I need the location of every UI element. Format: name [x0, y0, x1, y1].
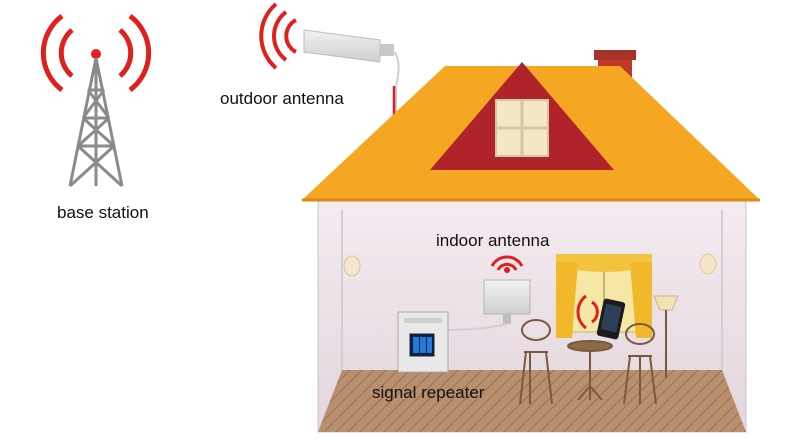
attic-window [496, 100, 548, 156]
wall-lamp-left [344, 256, 360, 276]
repeater-device-icon [398, 312, 448, 372]
outdoor-antenna-label: outdoor antenna [220, 89, 344, 109]
outdoor-signal-waves [261, 4, 296, 68]
directional-antenna-icon [261, 4, 394, 68]
cell-tower-icon [43, 16, 148, 186]
wall-lamp-right [700, 254, 716, 274]
signal-repeater-label: signal repeater [372, 383, 484, 403]
indoor-antenna-label: indoor antenna [436, 231, 549, 251]
base-station-label: base station [57, 203, 149, 223]
